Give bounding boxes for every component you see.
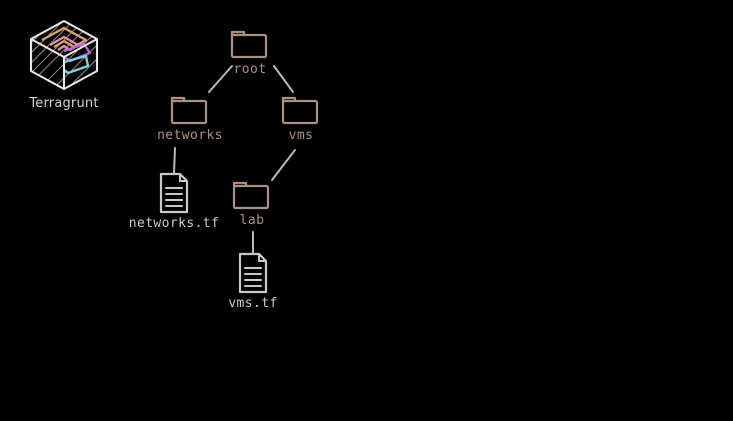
folder-icon <box>281 96 319 125</box>
folder-icon <box>230 30 268 59</box>
tree-node-vms-tf[interactable]: vms.tf <box>208 252 298 311</box>
tree-node-label: networks.tf <box>128 216 220 231</box>
tree-node-networks-tf[interactable]: networks.tf <box>123 172 225 231</box>
brand-block: Terragrunt <box>18 18 110 112</box>
edge-vms-lab <box>271 149 296 181</box>
tree-node-label: root <box>233 62 267 77</box>
tree-node-label: vms <box>288 128 314 143</box>
tree-node-label: lab <box>239 213 265 228</box>
tree-node-networks[interactable]: networks <box>140 94 240 143</box>
tree-node-lab[interactable]: lab <box>216 179 288 228</box>
folder-icon <box>232 181 270 210</box>
folder-icon <box>170 96 208 125</box>
tree-node-label: networks <box>157 128 223 143</box>
edge-networks-networkstf <box>173 147 176 174</box>
tree-node-root[interactable]: root <box>216 28 284 77</box>
file-icon <box>238 252 268 294</box>
terragrunt-cube-logo-icon <box>29 19 99 91</box>
brand-label: Terragrunt <box>29 96 99 111</box>
file-icon <box>159 172 189 214</box>
tree-node-vms[interactable]: vms <box>261 94 341 143</box>
tree-node-label: vms.tf <box>228 296 278 311</box>
